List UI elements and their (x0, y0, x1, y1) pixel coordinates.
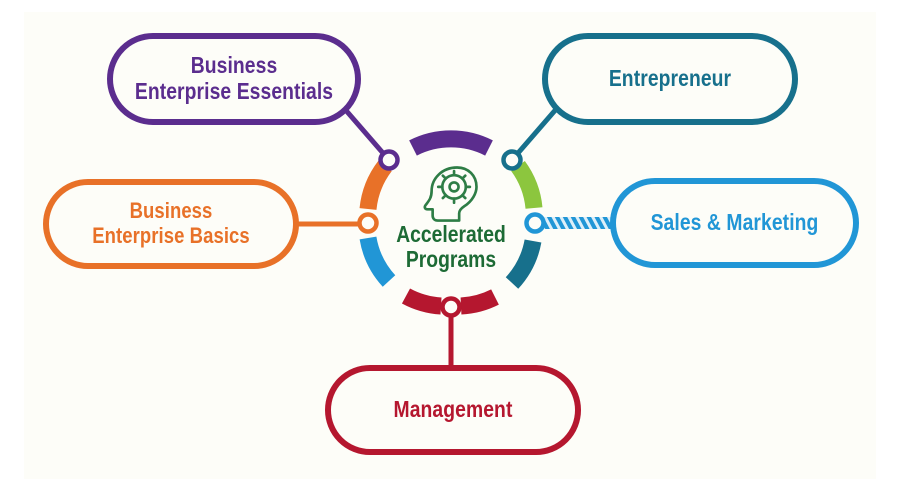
ring-node-basics[interactable] (357, 212, 379, 234)
connector-hatch-texture (540, 217, 618, 229)
pill-sales-and-marketing[interactable] (610, 178, 859, 268)
ring-node-essentials[interactable] (378, 149, 400, 171)
pill-entrepreneur[interactable] (542, 33, 798, 125)
ring-node-sales-marketing[interactable] (524, 212, 546, 234)
pill-management[interactable] (325, 365, 581, 455)
head-with-gear-icon (423, 166, 478, 222)
ring-node-management[interactable] (440, 296, 462, 318)
pill-business-enterprise-essentials[interactable] (107, 33, 361, 125)
ring-segment-upper-right-green (510, 160, 543, 210)
ring-segment-bottom-left-crimson (401, 288, 442, 315)
pill-business-enterprise-basics[interactable] (43, 179, 299, 269)
ring-node-entrepreneur[interactable] (501, 149, 523, 171)
ring-segment-lower-right-teal (505, 239, 542, 289)
ring-segment-upper-left-orange (359, 160, 392, 211)
ring-segment-bottom-right-crimson (460, 289, 499, 315)
ring-segment-top-purple (409, 130, 493, 156)
ring-segment-lower-left-blue (359, 236, 396, 287)
